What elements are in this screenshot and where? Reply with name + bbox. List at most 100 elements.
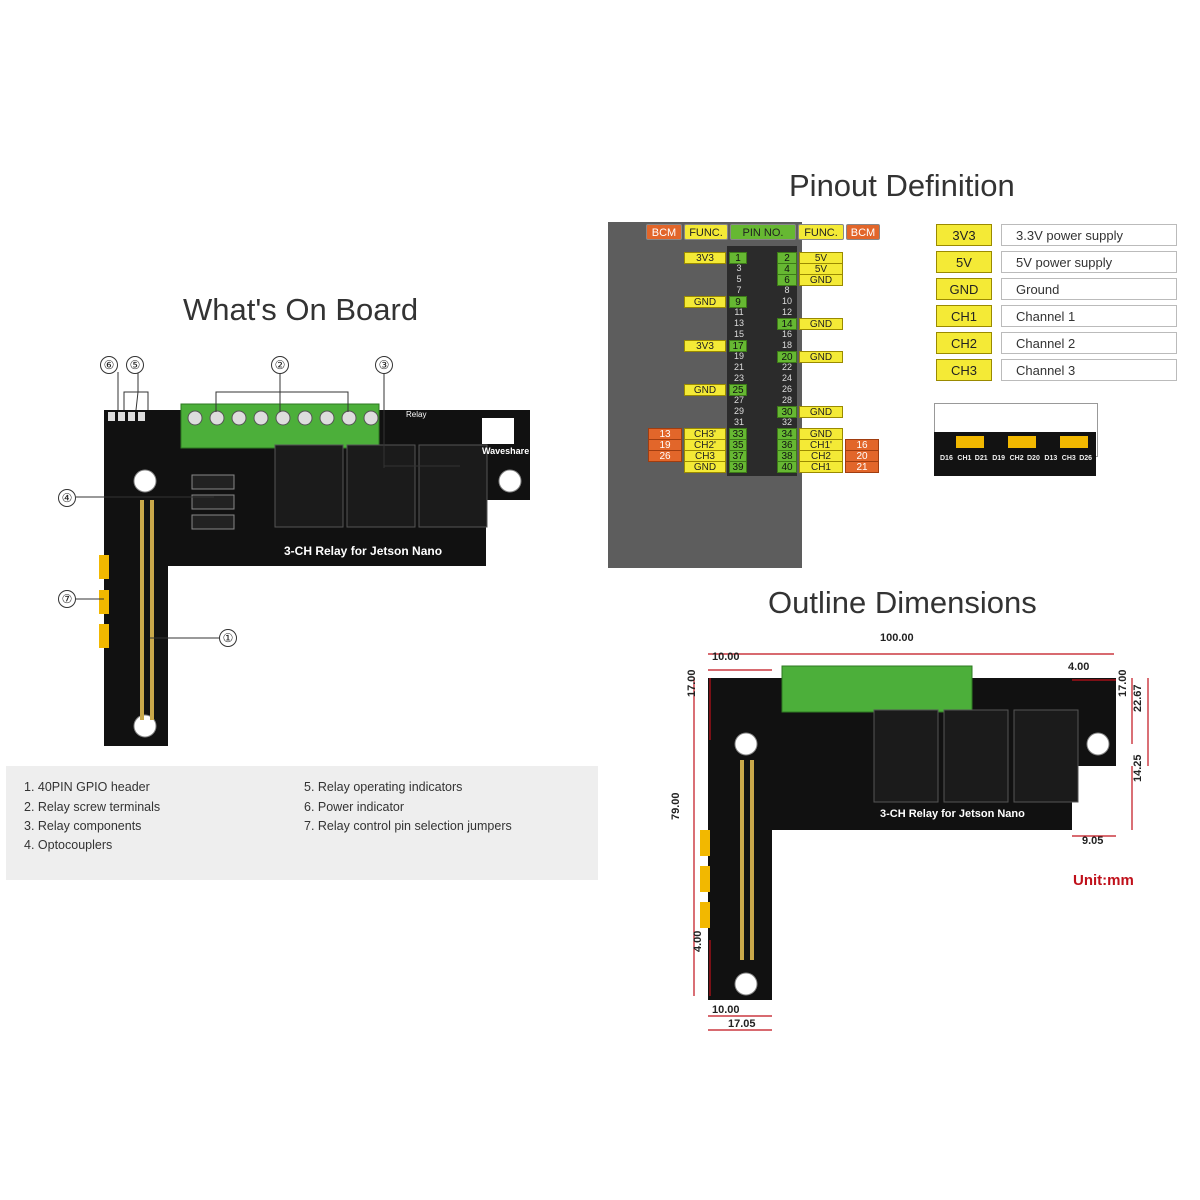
func-tag-left: GND: [684, 461, 726, 473]
pin-number: 16: [781, 329, 792, 339]
dimension-value: 10.00: [712, 651, 740, 663]
callout-7: ⑦: [58, 590, 76, 608]
jumper-label: D16: [940, 455, 953, 462]
jumper-label: D19: [992, 455, 1006, 462]
pin-number: 27: [733, 395, 744, 405]
caption-4: 4. Optocouplers: [24, 838, 113, 852]
pin-number: 11: [734, 307, 744, 317]
caption-panel: 1. 40PIN GPIO header 2. Relay screw term…: [6, 766, 598, 880]
jumper-label: CH2: [1009, 455, 1024, 462]
pin-tag-right: 30: [777, 406, 797, 418]
callout-4: ④: [58, 489, 76, 507]
dimension-value: 79.00: [670, 792, 682, 820]
func-tag-left: CH3': [684, 428, 726, 440]
caption-7: 7. Relay control pin selection jumpers: [304, 819, 512, 833]
jumper-3: [1060, 436, 1088, 448]
caption-6: 6. Power indicator: [304, 800, 405, 814]
caption-2: 2. Relay screw terminals: [24, 800, 161, 814]
pinout-header-func-left: FUNC.: [684, 224, 728, 240]
dimension-value: 14.25: [1132, 754, 1144, 782]
callout-1: ①: [219, 629, 237, 647]
pin-number: 13: [733, 318, 744, 328]
jumper-label: CH3: [1061, 455, 1076, 462]
func-tag-left: GND: [684, 296, 726, 308]
legend-key-ch1: CH1: [936, 305, 992, 327]
jumper-1: [956, 436, 984, 448]
pin-tag-right: 34: [777, 428, 797, 440]
jumper-label: CH1: [957, 455, 972, 462]
pin-tag-left: 39: [729, 461, 747, 473]
dimension-value: 4.00: [692, 930, 704, 952]
jumper-2: [1008, 436, 1036, 448]
pin-number: 21: [733, 362, 744, 372]
callout-6: ⑥: [100, 356, 118, 374]
dimension-value: 22.67: [1132, 684, 1144, 712]
outline-board: 3-CH Relay for Jetson Nano: [680, 640, 1160, 1040]
pin-number: 28: [781, 395, 792, 405]
legend-value-3v3: 3.3V power supply: [1001, 224, 1177, 246]
pinout-header-bcm-left: BCM: [646, 224, 682, 240]
pin-number: 5: [736, 274, 742, 284]
pinout-header-pin-no: PIN NO.: [730, 224, 796, 240]
pin-tag-right: 14: [777, 318, 797, 330]
pin-tag-right: 6: [777, 274, 797, 286]
pinout-header-bcm-right: BCM: [846, 224, 880, 240]
dimension-value: 17.00: [1117, 669, 1129, 697]
legend-key-ch2: CH2: [936, 332, 992, 354]
legend-value-ch3: Channel 3: [1001, 359, 1177, 381]
dimension-value: 100.00: [880, 632, 914, 644]
caption-1: 1. 40PIN GPIO header: [24, 780, 150, 794]
whats-on-board-title: What's On Board: [183, 292, 419, 327]
pin-number: 32: [781, 417, 792, 427]
dimension-value: 4.00: [1068, 661, 1090, 673]
pin-tag-left: 9: [729, 296, 747, 308]
pin-number: 19: [733, 351, 744, 361]
pin-number: 29: [733, 406, 744, 416]
func-tag-right: CH1: [799, 461, 843, 473]
legend-value-gnd: Ground: [1001, 278, 1177, 300]
func-tag-right: GND: [799, 406, 843, 418]
dimension-value: 10.00: [712, 1004, 740, 1016]
brand-label: Waveshare: [482, 446, 530, 456]
func-tag-left: 3V3: [684, 252, 726, 264]
legend-key-3v3: 3V3: [936, 224, 992, 246]
unit-label: Unit:mm: [1073, 872, 1134, 889]
jumper-label: D26: [1079, 455, 1093, 462]
pin-number: 12: [781, 307, 792, 317]
func-tag-right: GND: [799, 318, 843, 330]
pin-number: 18: [781, 340, 792, 350]
legend-value-ch1: Channel 1: [1001, 305, 1177, 327]
func-tag-right: GND: [799, 274, 843, 286]
pin-number: 7: [736, 285, 742, 295]
func-tag-left: 3V3: [684, 340, 726, 352]
pin-tag-right: 20: [777, 351, 797, 363]
pinout-title: Pinout Definition: [789, 168, 1015, 203]
pin-number: 31: [733, 417, 744, 427]
func-tag-right: GND: [799, 351, 843, 363]
dimension-value: 17.05: [728, 1018, 756, 1030]
legend-key-gnd: GND: [936, 278, 992, 300]
callout-2: ②: [271, 356, 289, 374]
pin-tag-left: 1: [729, 252, 747, 264]
legend-key-ch3: CH3: [936, 359, 992, 381]
caption-3: 3. Relay components: [24, 819, 142, 833]
dimension-value: 17.00: [686, 669, 698, 697]
pin-tag-right: 40: [777, 461, 797, 473]
outline-title: Outline Dimensions: [768, 585, 1037, 620]
jumper-label: D13: [1044, 455, 1058, 462]
pin-number: 24: [781, 373, 792, 383]
pin-tag-left: 25: [729, 384, 747, 396]
jumper-label: D20: [1027, 455, 1040, 462]
legend-key-5v: 5V: [936, 251, 992, 273]
jumper-label: D21: [974, 455, 988, 462]
callout-3: ③: [375, 356, 393, 374]
dimension-value: 9.05: [1082, 835, 1104, 847]
callout-5: ⑤: [126, 356, 144, 374]
pin-number: 10: [781, 296, 792, 306]
legend-value-ch2: Channel 2: [1001, 332, 1177, 354]
board-photo: 3-CH Relay for Jetson Nano Waveshare Rel…: [0, 0, 600, 760]
legend-value-5v: 5V power supply: [1001, 251, 1177, 273]
relay-label: Relay: [406, 410, 427, 419]
pinout-header-func-right: FUNC.: [798, 224, 844, 240]
func-tag-left: GND: [684, 384, 726, 396]
